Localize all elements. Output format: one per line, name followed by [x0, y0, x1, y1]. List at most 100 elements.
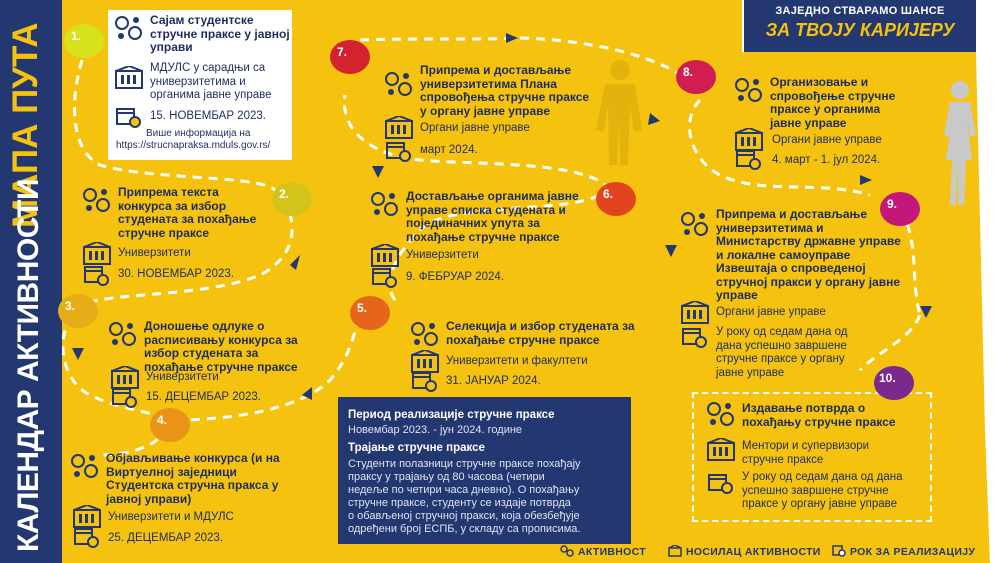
- step-4-title: Објављивање конкурса (и на Виртуелној за…: [106, 451, 280, 506]
- step-1-link[interactable]: https://strucnapraksa.mduls.gov.rs/: [116, 140, 271, 151]
- duration-line: недеље по четири часа дневно). О похађањ…: [348, 484, 580, 496]
- slogan-box: [744, 0, 976, 52]
- calendar-clock-icon: [116, 108, 141, 128]
- woman-silhouette-icon: [944, 81, 976, 205]
- slogan-main: ЗА ТВОЈУ КАРИЈЕРУ: [765, 20, 955, 40]
- step-1-more-info: Више информација на: [146, 128, 251, 139]
- arrow-icon: [72, 348, 84, 360]
- calendar-clock-icon: [372, 268, 397, 288]
- calendar-clock-icon: [832, 545, 846, 557]
- step-7-bubble: 7.: [330, 40, 370, 74]
- calendar-clock-icon: [84, 266, 109, 286]
- calendar-clock-icon: [708, 474, 733, 494]
- step-2-deadline: 30. НОВЕМБАР 2023.: [118, 268, 234, 280]
- institution-icon: [681, 301, 709, 324]
- institution-icon: [668, 545, 682, 557]
- step-10-holder: Ментори и супервизори стручне праксе: [742, 440, 870, 466]
- institution-icon: [83, 242, 111, 265]
- step-2-title: Припрема текста конкурса за избор студен…: [118, 185, 257, 240]
- step-2-bubble: 2.: [272, 182, 312, 216]
- step-9-title: Припрема и достављање универзитетима и М…: [716, 207, 901, 302]
- step-7-title: Припрема и достављање универзитетима Пла…: [420, 63, 590, 118]
- step-7-deadline: март 2024.: [420, 144, 478, 156]
- step-3-holder: Универзитети: [146, 371, 219, 383]
- arrow-icon: [920, 306, 932, 318]
- step-10-box: [692, 392, 932, 522]
- calendar-clock-icon: [736, 150, 761, 170]
- step-3-bubble: 3.: [58, 294, 98, 328]
- step-1-card: [108, 10, 292, 160]
- period-value: Новембар 2023. - јун 2024. године: [348, 424, 523, 436]
- calendar-clock-icon: [386, 142, 411, 162]
- duration-line: одређени број ЕСПБ, у складу са прописим…: [348, 523, 581, 535]
- step-5-holder: Универзитети и факултети: [446, 355, 588, 367]
- step-4-holder: Универзитети и МДУЛС: [108, 511, 234, 523]
- calendar-clock-icon: [682, 328, 707, 348]
- activity-icon: [560, 545, 574, 557]
- activity-icon: [411, 322, 438, 346]
- duration-line: Студенти полазници стручне праксе похађа…: [348, 458, 581, 470]
- activity-icon: [385, 72, 412, 96]
- duration-heading: Трајање стручне праксе: [348, 442, 485, 454]
- period-heading: Период реализације стручне праксе: [348, 409, 555, 421]
- arrow-icon: [665, 245, 677, 257]
- man-silhouette-icon: [596, 60, 642, 165]
- activity-icon: [681, 212, 708, 236]
- step-6-holder: Универзитети: [406, 249, 479, 261]
- institution-icon: [371, 244, 399, 267]
- arrow-icon: [860, 175, 872, 185]
- institution-icon: [115, 66, 143, 89]
- arrow-icon: [648, 113, 660, 125]
- arrow-icon: [372, 166, 384, 178]
- step-5-title: Селекција и избор студената за похађање …: [446, 319, 635, 347]
- legend-deadline: РОК ЗА РЕАЛИЗАЦИЈУ: [850, 546, 976, 558]
- institution-icon: [73, 505, 101, 528]
- activity-icon: [735, 78, 762, 102]
- activity-icon: [707, 402, 734, 426]
- calendar-clock-icon: [112, 388, 137, 408]
- activity-icon: [371, 192, 398, 216]
- step-4-bubble: 4.: [150, 408, 190, 442]
- step-10-bubble: 10.: [874, 366, 914, 400]
- step-1-holder: МДУЛС у сарадњи са универзитетима и орга…: [150, 62, 272, 101]
- step-2-holder: Универзитети: [118, 247, 191, 259]
- legend-activity: АКТИВНОСТ: [578, 546, 646, 558]
- step-1-deadline: 15. НОВЕМБАР 2023.: [150, 110, 266, 122]
- step-6-bubble: 6.: [596, 182, 636, 216]
- institution-icon: [385, 116, 413, 139]
- step-7-holder: Органи јавне управе: [420, 122, 530, 134]
- calendar-clock-icon: [74, 528, 99, 548]
- activity-icon: [83, 188, 110, 212]
- step-8-title: Организовање и спровођење стручне праксе…: [770, 75, 896, 130]
- step-9-deadline: У року од седам дана од дана успешно зав…: [716, 326, 848, 379]
- calendar-title: КАЛЕНДАР АКТИВНОСТИ: [12, 178, 45, 552]
- step-4-deadline: 25. ДЕЦЕМБАР 2023.: [108, 532, 224, 544]
- step-6-title: Достављање органима јавне управе списка …: [406, 189, 579, 244]
- duration-line: праксу у трајању од 80 часова (четири: [348, 471, 545, 483]
- step-5-bubble: 5.: [350, 296, 390, 330]
- step-10-title: Издавање потврда о похађању стручне прак…: [742, 401, 896, 429]
- arrow-icon: [506, 33, 518, 43]
- step-10-deadline: У року од седам дана од дана успешно зав…: [742, 471, 903, 510]
- arrow-icon: [302, 387, 312, 400]
- calendar-clock-icon: [412, 372, 437, 392]
- step-1-title: Сајам студентске стручне праксе у јавној…: [150, 13, 290, 54]
- step-8-deadline: 4. март - 1. јул 2024.: [772, 154, 881, 166]
- step-6-deadline: 9. ФЕБРУАР 2024.: [406, 271, 505, 283]
- info-box: [338, 397, 631, 544]
- duration-line: стручне праксе, студенту се издаје потвр…: [348, 497, 571, 509]
- arrow-icon: [290, 255, 300, 270]
- legend-holder: НОСИЛАЦ АКТИВНОСТИ: [686, 546, 821, 558]
- activity-icon: [71, 454, 98, 478]
- left-title-band: [0, 0, 62, 563]
- step-9-holder: Органи јавне управе: [716, 306, 826, 318]
- step-9-bubble: 9.: [880, 192, 920, 226]
- route-path: [61, 59, 294, 457]
- step-3-deadline: 15. ДЕЦЕМБАР 2023.: [146, 391, 262, 403]
- step-3-title: Доношење одлуке о расписивању конкурса з…: [144, 319, 298, 374]
- step-8-holder: Органи јавне управе: [772, 134, 882, 146]
- slogan-top: ЗАЈЕДНО СТВАРАМО ШАНСЕ: [775, 5, 945, 17]
- step-1-bubble: 1.: [64, 24, 104, 58]
- institution-icon: [707, 438, 735, 461]
